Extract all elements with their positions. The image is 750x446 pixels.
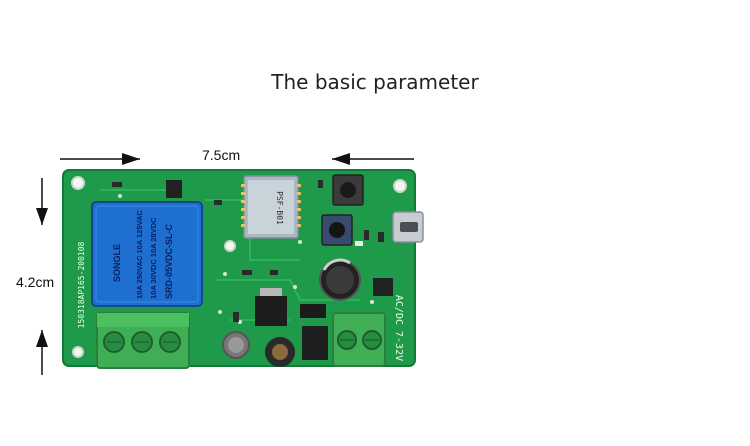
regulator-chip bbox=[255, 288, 287, 326]
height-dimension-label: 4.2cm bbox=[16, 274, 55, 290]
input-terminal-block bbox=[332, 312, 386, 367]
relay-model: SRD-05VDC-SL-C bbox=[164, 223, 174, 299]
smd-components bbox=[112, 180, 384, 322]
relay-rating-2: 10A 30VDC 10A 28VDC bbox=[149, 217, 158, 299]
electrolytic-capacitor bbox=[319, 258, 361, 301]
input-voltage-label: AC/DC 7-32V bbox=[393, 295, 404, 361]
push-button-top bbox=[332, 174, 364, 206]
width-arrows bbox=[60, 153, 414, 165]
push-button-bottom bbox=[321, 214, 353, 246]
wifi-module: PSF-B01 bbox=[241, 175, 301, 239]
micro-usb-port bbox=[392, 211, 424, 243]
small-ic bbox=[373, 278, 393, 296]
output-terminal-block bbox=[96, 312, 190, 369]
inductor bbox=[265, 337, 295, 367]
led-indicator bbox=[355, 241, 363, 246]
relay-component: SONGLE 10A 250VAC 10A 125VAC 10A 30VDC 1… bbox=[91, 201, 203, 307]
side-silkscreen-text: 150318AP165-200108 bbox=[77, 241, 86, 328]
relay-rating-1: 10A 250VAC 10A 125VAC bbox=[135, 210, 144, 299]
diode bbox=[300, 304, 326, 318]
wifi-module-label: PSF-B01 bbox=[275, 191, 284, 225]
driver-chip bbox=[302, 326, 328, 360]
transistor bbox=[166, 180, 182, 198]
relay-brand: SONGLE bbox=[112, 244, 122, 282]
page-title: The basic parameter bbox=[271, 70, 479, 94]
width-dimension-label: 7.5cm bbox=[202, 147, 241, 163]
height-arrows bbox=[36, 178, 48, 375]
small-capacitor bbox=[222, 331, 250, 359]
